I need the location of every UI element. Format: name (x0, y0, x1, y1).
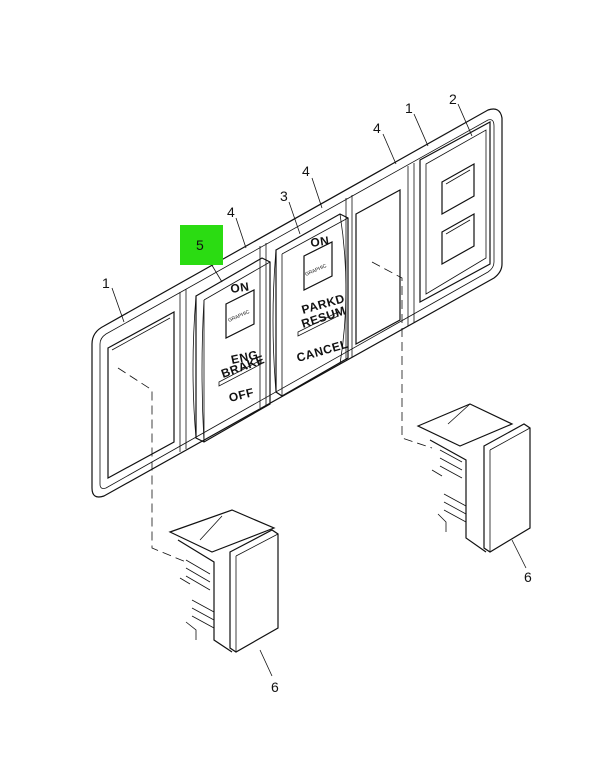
eng-brake-off-label: OFF (227, 385, 255, 405)
blank-plug-left (168, 509, 279, 653)
callout-5: 5 (196, 237, 204, 253)
eng-brake-graphic-label: GRAPHIC (227, 309, 251, 324)
callout-2: 2 (449, 91, 457, 107)
blank-opening-right (355, 188, 401, 346)
leader-lines (111, 103, 527, 677)
switch-parkd-resum: ON GRAPHIC PARKD RESUM CANCEL (272, 213, 350, 397)
callout-1-right: 1 (405, 100, 413, 116)
callout-4-b: 4 (302, 163, 310, 179)
callout-4-a: 4 (227, 204, 235, 220)
switch-panel (91, 108, 503, 498)
callout-3: 3 (280, 188, 288, 204)
callout-5-highlight (180, 225, 223, 265)
eng-brake-graphic-box (225, 289, 255, 339)
module-window-upper (441, 162, 475, 216)
parkd-resum-graphic-label: GRAPHIC (304, 263, 328, 278)
callout-1-left: 1 (102, 275, 110, 291)
blank-opening-left (107, 310, 175, 480)
module-window-lower (441, 212, 475, 266)
assembly-lines (117, 261, 433, 563)
callout-6-left: 6 (271, 679, 279, 695)
parkd-resum-cancel-label: CANCEL (295, 337, 350, 365)
eng-brake-on-label: ON (229, 279, 250, 296)
callout-labels: 1 4 3 4 4 1 2 5 6 6 (102, 91, 532, 695)
eng-brake-line1: ENG (230, 348, 260, 367)
blank-plug-right (416, 403, 531, 553)
switch-eng-brake: ON GRAPHIC ENG BRAKE OFF (192, 257, 271, 443)
callout-6-right: 6 (524, 569, 532, 585)
parkd-resum-graphic-box (303, 241, 333, 291)
callout-4-c: 4 (373, 120, 381, 136)
switch-module-right (419, 120, 491, 304)
